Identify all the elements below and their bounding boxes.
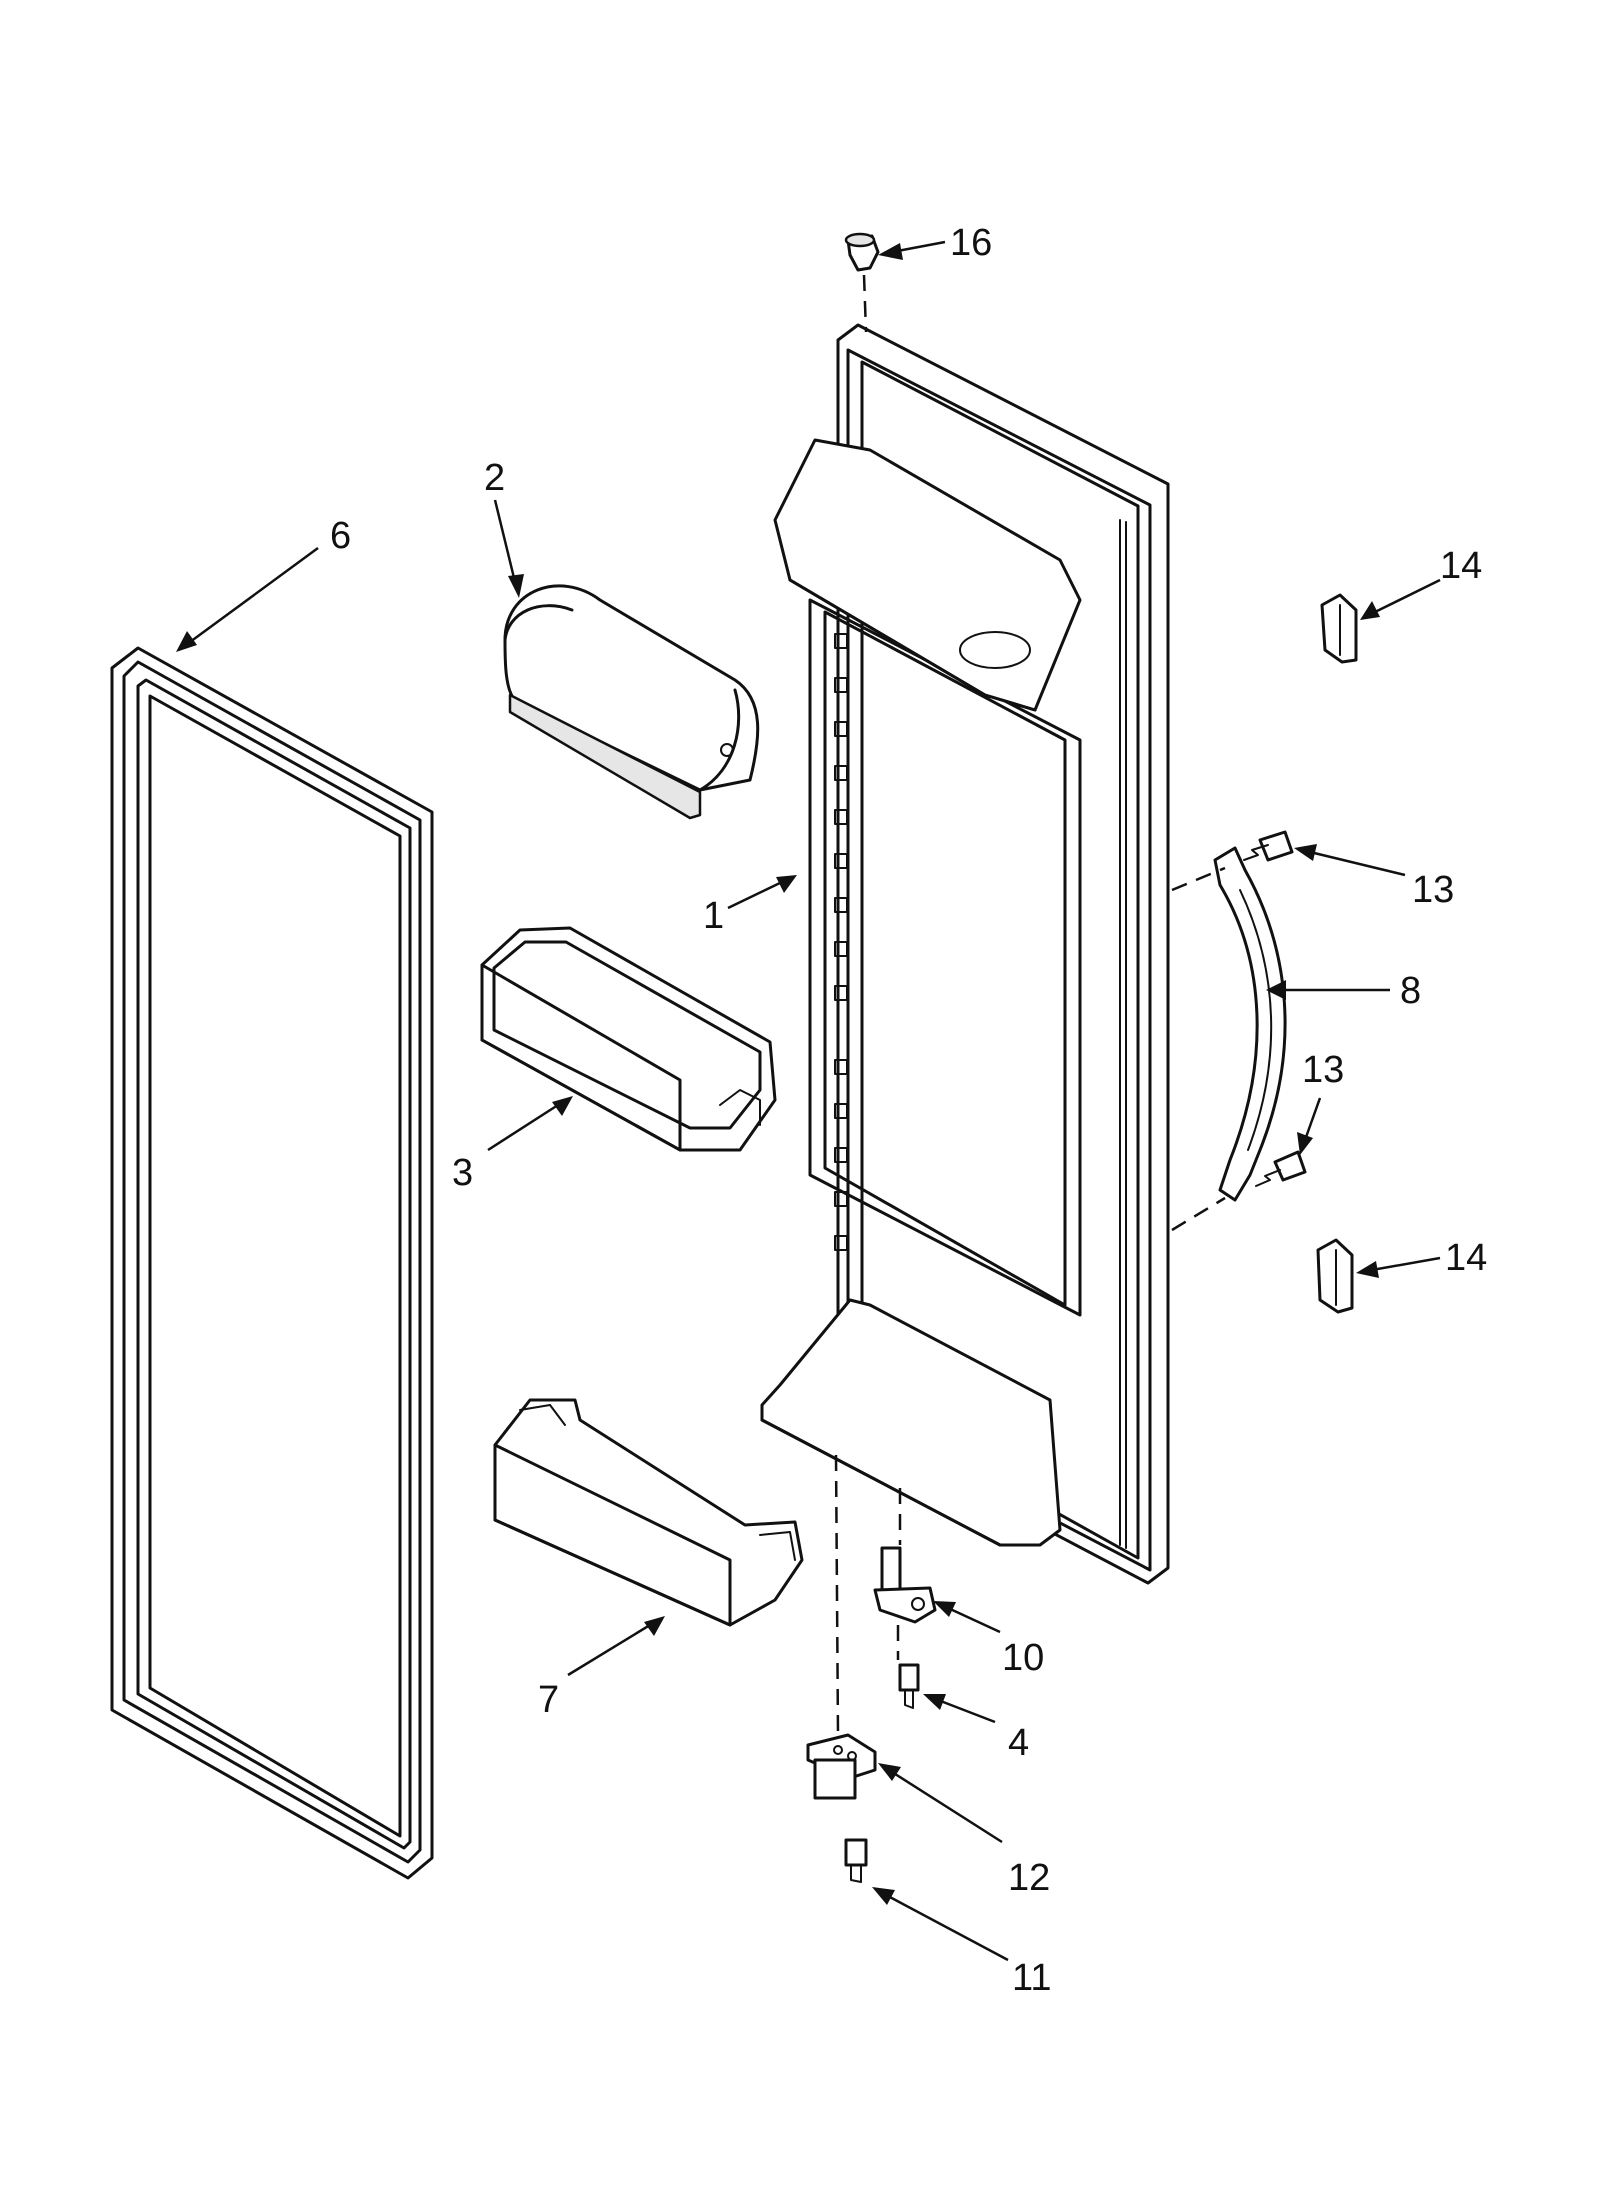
callout-8: 8 — [1400, 970, 1421, 1012]
callout-2: 2 — [484, 457, 505, 499]
lower-hinge-part — [806, 1454, 877, 1800]
callout-labels: 16 2 6 14 13 1 8 13 3 14 10 7 4 12 11 — [330, 222, 1487, 1999]
callout-11: 11 — [1012, 1957, 1051, 1999]
door-bin-part — [480, 926, 777, 1152]
handle-end-cap-lower — [1316, 1238, 1354, 1314]
dairy-cover-part — [503, 584, 760, 820]
callout-14-upper: 14 — [1440, 545, 1482, 587]
hinge-bracket-part — [873, 1488, 937, 1660]
handle-screw-upper — [1243, 830, 1294, 862]
callout-4: 4 — [1008, 1722, 1029, 1764]
door-handle-part — [1171, 846, 1287, 1232]
callout-3: 3 — [452, 1152, 473, 1194]
callout-12: 12 — [1008, 1857, 1050, 1899]
callout-6: 6 — [330, 515, 351, 557]
callout-13-lower: 13 — [1302, 1049, 1344, 1091]
callout-10: 10 — [1002, 1637, 1044, 1679]
callout-13-upper: 13 — [1412, 869, 1454, 911]
leader-lines — [176, 240, 1441, 1962]
callout-1: 1 — [703, 895, 724, 937]
hinge-bottom-screw-part — [844, 1838, 868, 1883]
callout-16: 16 — [950, 222, 992, 264]
door-assembly-part — [760, 323, 1170, 1585]
door-gasket-part — [110, 646, 434, 1880]
door-plug-part — [844, 232, 880, 333]
shelf-studs — [834, 633, 848, 1251]
lower-door-bin-part — [493, 1398, 804, 1627]
callout-7: 7 — [538, 1679, 559, 1721]
handle-screw-lower — [1255, 1150, 1307, 1187]
handle-end-cap-upper — [1320, 593, 1358, 664]
hinge-screw-part — [898, 1663, 920, 1709]
callout-14-lower: 14 — [1445, 1237, 1487, 1279]
